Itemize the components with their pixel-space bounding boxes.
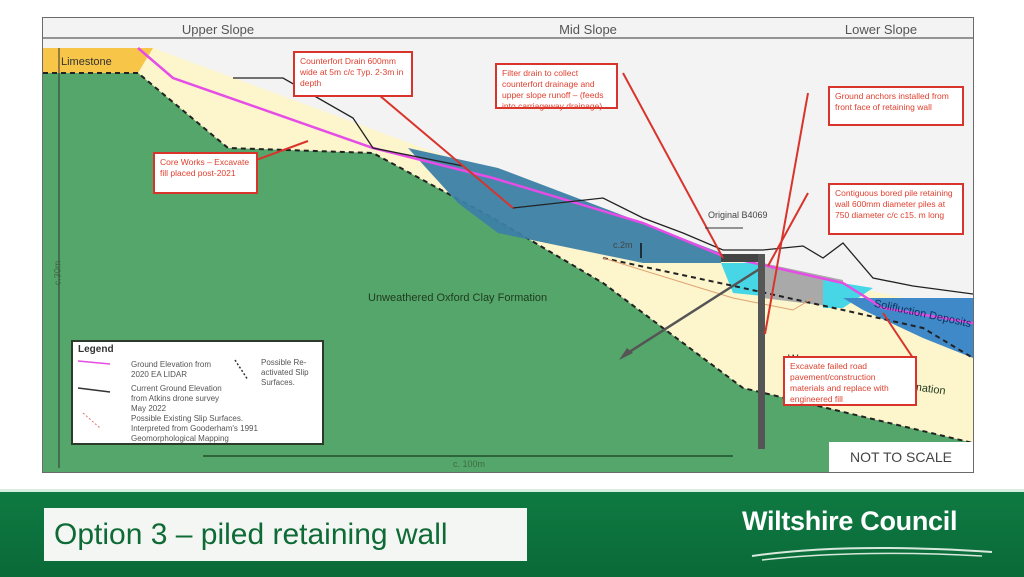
callout-ground-anchors: Ground anchors installed from front face… <box>828 86 964 126</box>
legend-item-drone: Current Ground Elevation from Atkins dro… <box>131 384 222 413</box>
callout-core-works: Core Works – Excavate fill placed post-2… <box>153 152 258 194</box>
slide-title: Option 3 – piled retaining wall <box>44 508 527 561</box>
zone-upper-slope: Upper Slope <box>177 22 259 37</box>
legend: Legend Ground Elevation from 2020 EA LID… <box>71 340 324 445</box>
not-to-scale-label: NOT TO SCALE <box>829 442 973 472</box>
callout-filter-drain: Filter drain to collect counterfort drai… <box>495 63 618 111</box>
wiltshire-council-logo: Wiltshire Council <box>742 506 1002 566</box>
depth-label: c.2m <box>613 240 633 250</box>
footer-bar: Option 3 – piled retaining wall Wiltshir… <box>0 489 1024 577</box>
callout-counterfort-drain: Counterfort Drain 600mm wide at 5m c/c T… <box>293 51 413 97</box>
callout-excavate-road: Excavate failed road pavement/constructi… <box>783 356 917 406</box>
callout-bored-pile-wall: Contiguous bored pile retaining wall 600… <box>828 183 964 235</box>
original-road-label: Original B4069 <box>708 210 768 220</box>
length-label: c. 100m <box>453 459 486 469</box>
limestone-label: Limestone <box>61 56 112 68</box>
height-label: c.30m <box>52 260 63 286</box>
logo-swoosh-icon <box>751 546 993 561</box>
legend-reactivated-swatch <box>234 359 249 381</box>
logo-text: Wiltshire Council <box>742 506 958 536</box>
legend-item-reactivated-slip: Possible Re-activated Slip Surfaces. <box>261 358 309 387</box>
legend-swatches <box>78 360 111 429</box>
legend-item-lidar: Ground Elevation from 2020 EA LIDAR <box>131 360 212 379</box>
zone-mid-slope: Mid Slope <box>555 22 621 37</box>
cross-section-diagram: Upper Slope Mid Slope Lower Slope Limest… <box>42 17 974 473</box>
oxford-clay-label: Unweathered Oxford Clay Formation <box>368 292 548 304</box>
zone-lower-slope: Lower Slope <box>840 22 922 37</box>
legend-title: Legend <box>78 344 114 355</box>
legend-item-existing-slip: Possible Existing Slip Surfaces. Interpr… <box>131 414 258 443</box>
